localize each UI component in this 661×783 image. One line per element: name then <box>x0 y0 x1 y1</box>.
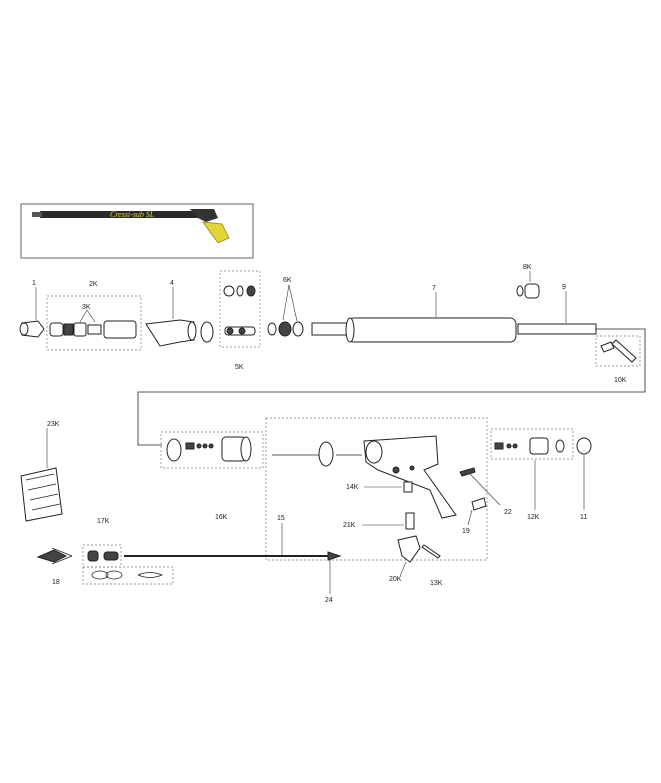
part-20k-trigger <box>397 535 421 577</box>
label-p11: 11 <box>580 514 587 521</box>
part-5k-valve <box>223 285 256 336</box>
label-p20k: 20K <box>389 576 402 583</box>
label-p2k: 2K <box>89 281 98 288</box>
part-1-muzzle-cap <box>19 287 45 338</box>
part-19-screw <box>467 497 487 526</box>
label-p23k: 23K <box>47 421 60 428</box>
label-p9: 9 <box>562 284 566 291</box>
part-8k-end-cap <box>516 271 540 299</box>
part-7-barrel <box>311 292 517 343</box>
inset-brand-text: Cressi-sub SL <box>110 210 155 219</box>
part-14k-pin <box>364 481 413 493</box>
part-4-head <box>145 287 197 347</box>
label-p17k: 17K <box>97 518 110 525</box>
label-p22: 22 <box>504 509 512 516</box>
label-p8k: 8K <box>523 264 532 271</box>
part-13k-handle <box>272 435 457 519</box>
part-3k-bushings <box>49 309 137 339</box>
part-15-shaft <box>124 523 342 594</box>
label-p4: 4 <box>170 280 174 287</box>
o-ring-head <box>200 321 214 343</box>
label-p19: 19 <box>462 528 470 535</box>
part-12k-rear-assembly <box>494 437 565 510</box>
label-p24: 24 <box>325 597 333 604</box>
part-10k-line-release <box>137 328 646 446</box>
label-p16k: 16K <box>215 514 228 521</box>
label-p21k: 21K <box>343 522 356 529</box>
label-p15: 15 <box>277 515 285 522</box>
label-p12k: 12K <box>527 514 540 521</box>
part-21k-screw <box>362 512 415 530</box>
part-23k-bag <box>20 428 63 522</box>
group-16k-box <box>160 431 264 469</box>
label-p10k: 10K <box>614 377 627 384</box>
group-10k-box <box>595 335 641 367</box>
group-13k-box <box>265 417 488 561</box>
label-p1: 1 <box>32 280 36 287</box>
inset-assembled-gun: Cressi-sub SL <box>20 203 254 259</box>
part-13k-spring <box>421 544 441 559</box>
group-2k-box <box>46 295 142 351</box>
label-p18: 18 <box>52 579 60 586</box>
part-16k-piston <box>166 436 252 462</box>
label-p3k: 3K <box>82 304 91 311</box>
group-5k-box <box>219 270 261 348</box>
part-17k-shooting-line <box>87 550 164 580</box>
part-18-spear-tip <box>36 547 73 565</box>
part-22-bolt <box>459 467 501 506</box>
group-17k-line-box <box>82 566 174 585</box>
label-p6k: 6K <box>283 277 292 284</box>
label-p13k: 13K <box>430 580 443 587</box>
label-p5k: 5K <box>235 364 244 371</box>
label-p14k: 14K <box>346 484 359 491</box>
group-17k-box <box>82 544 122 568</box>
label-p7: 7 <box>432 285 436 292</box>
part-6k-seals <box>267 284 304 337</box>
group-12k-box <box>490 428 574 460</box>
part-11-end-nut <box>576 437 592 510</box>
